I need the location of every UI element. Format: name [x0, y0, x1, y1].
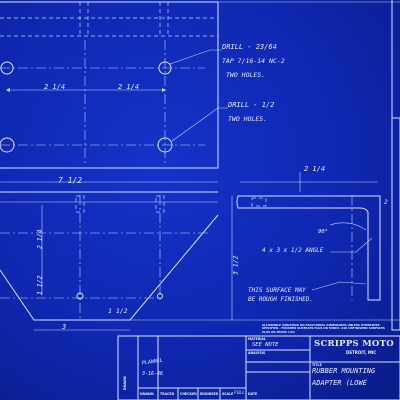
note-surface-1: THIS SURFACE MAY [248, 287, 306, 294]
title-line-2: ADAPTER (LOWE [312, 379, 367, 387]
note-drill-23-64: DRILL - 23/64 [222, 43, 277, 51]
tapped-hole-right [158, 61, 172, 75]
engineer-label: ENGINEER [200, 392, 219, 396]
drilled-hole-right [157, 137, 173, 153]
angle-arc-90 [329, 222, 367, 231]
dim-2-side: 2 [384, 199, 388, 206]
dim-3-half-vert: 3 1/2 [231, 255, 240, 276]
front-hole-2 [157, 293, 163, 299]
dim-1h-bottom: 1 1/2 [108, 307, 128, 315]
scale-value: FULL [234, 391, 245, 396]
tapped-hole-left [0, 61, 14, 75]
title-line-1: RUBBER MOUNTING [312, 367, 376, 375]
front-view [0, 181, 233, 331]
company-name: SCRIPPS MOTO [314, 339, 394, 349]
tolerance-note: ALLOWABLE VARIATION ON FRACTIONAL DIMENS… [262, 323, 385, 334]
front-hidden-bolt-2 [155, 195, 165, 213]
drawn-col-label: DRAWN [140, 392, 154, 396]
title-label: TITLE [312, 363, 322, 367]
dim-2q-left: 2 1/4 [44, 83, 66, 91]
dim-90-deg: 90° [318, 229, 328, 235]
leader-drill-half [171, 107, 228, 142]
angle-section-outline [236, 195, 381, 301]
top-view-outline [0, 1, 219, 169]
dim-2q-side: 2 1/4 [304, 165, 326, 173]
revision-strip [391, 117, 400, 331]
checked-label: CHECKED [180, 392, 197, 396]
note-angle: 4 x 3 x 1/2 ANGLE [262, 247, 324, 254]
drawn-label: DRAWN [123, 376, 127, 390]
note-tap: TAP 7/16-14 NC-2 [222, 57, 285, 65]
dim-2q-right: 2 1/4 [118, 83, 140, 91]
front-hidden-bolt-1 [75, 195, 85, 213]
side-view [236, 172, 381, 301]
front-view-outline [0, 214, 219, 321]
drawn-date: 3-16-46 [142, 371, 164, 377]
note-drill-half: DRILL - 1/2 [228, 101, 275, 109]
company-location: DETROIT, MIC [346, 350, 377, 355]
scale-label: SCALE [222, 392, 234, 396]
dim-7-half: 7 1/2 [58, 176, 83, 185]
leader-surface [311, 281, 367, 291]
top-view [0, 1, 228, 169]
analysis-label: ANALYSIS [248, 351, 266, 355]
dim-1h-vert: 1 1/2 [35, 275, 44, 296]
material-value: SEE NOTE [252, 342, 279, 348]
leader-angle [330, 237, 373, 253]
material-label: MATERIAL [248, 337, 266, 341]
dim-2q-vert: 2 1/4 [35, 229, 44, 250]
title-block [117, 319, 400, 400]
front-hole-1 [76, 292, 84, 300]
note-two-holes-2: TWO HOLES. [228, 115, 268, 123]
note-surface-2: BE ROUGH FINISHED. [248, 296, 314, 303]
dim-3-bottom: 3 [62, 323, 67, 331]
date-label: DATE [248, 392, 258, 396]
drilled-hole-left [0, 137, 15, 153]
traced-label: TRACED [160, 392, 175, 396]
side-hidden-bolt [251, 197, 267, 207]
note-two-holes-1: TWO HOLES. [226, 71, 266, 79]
leader-drill-23-64 [169, 49, 222, 65]
